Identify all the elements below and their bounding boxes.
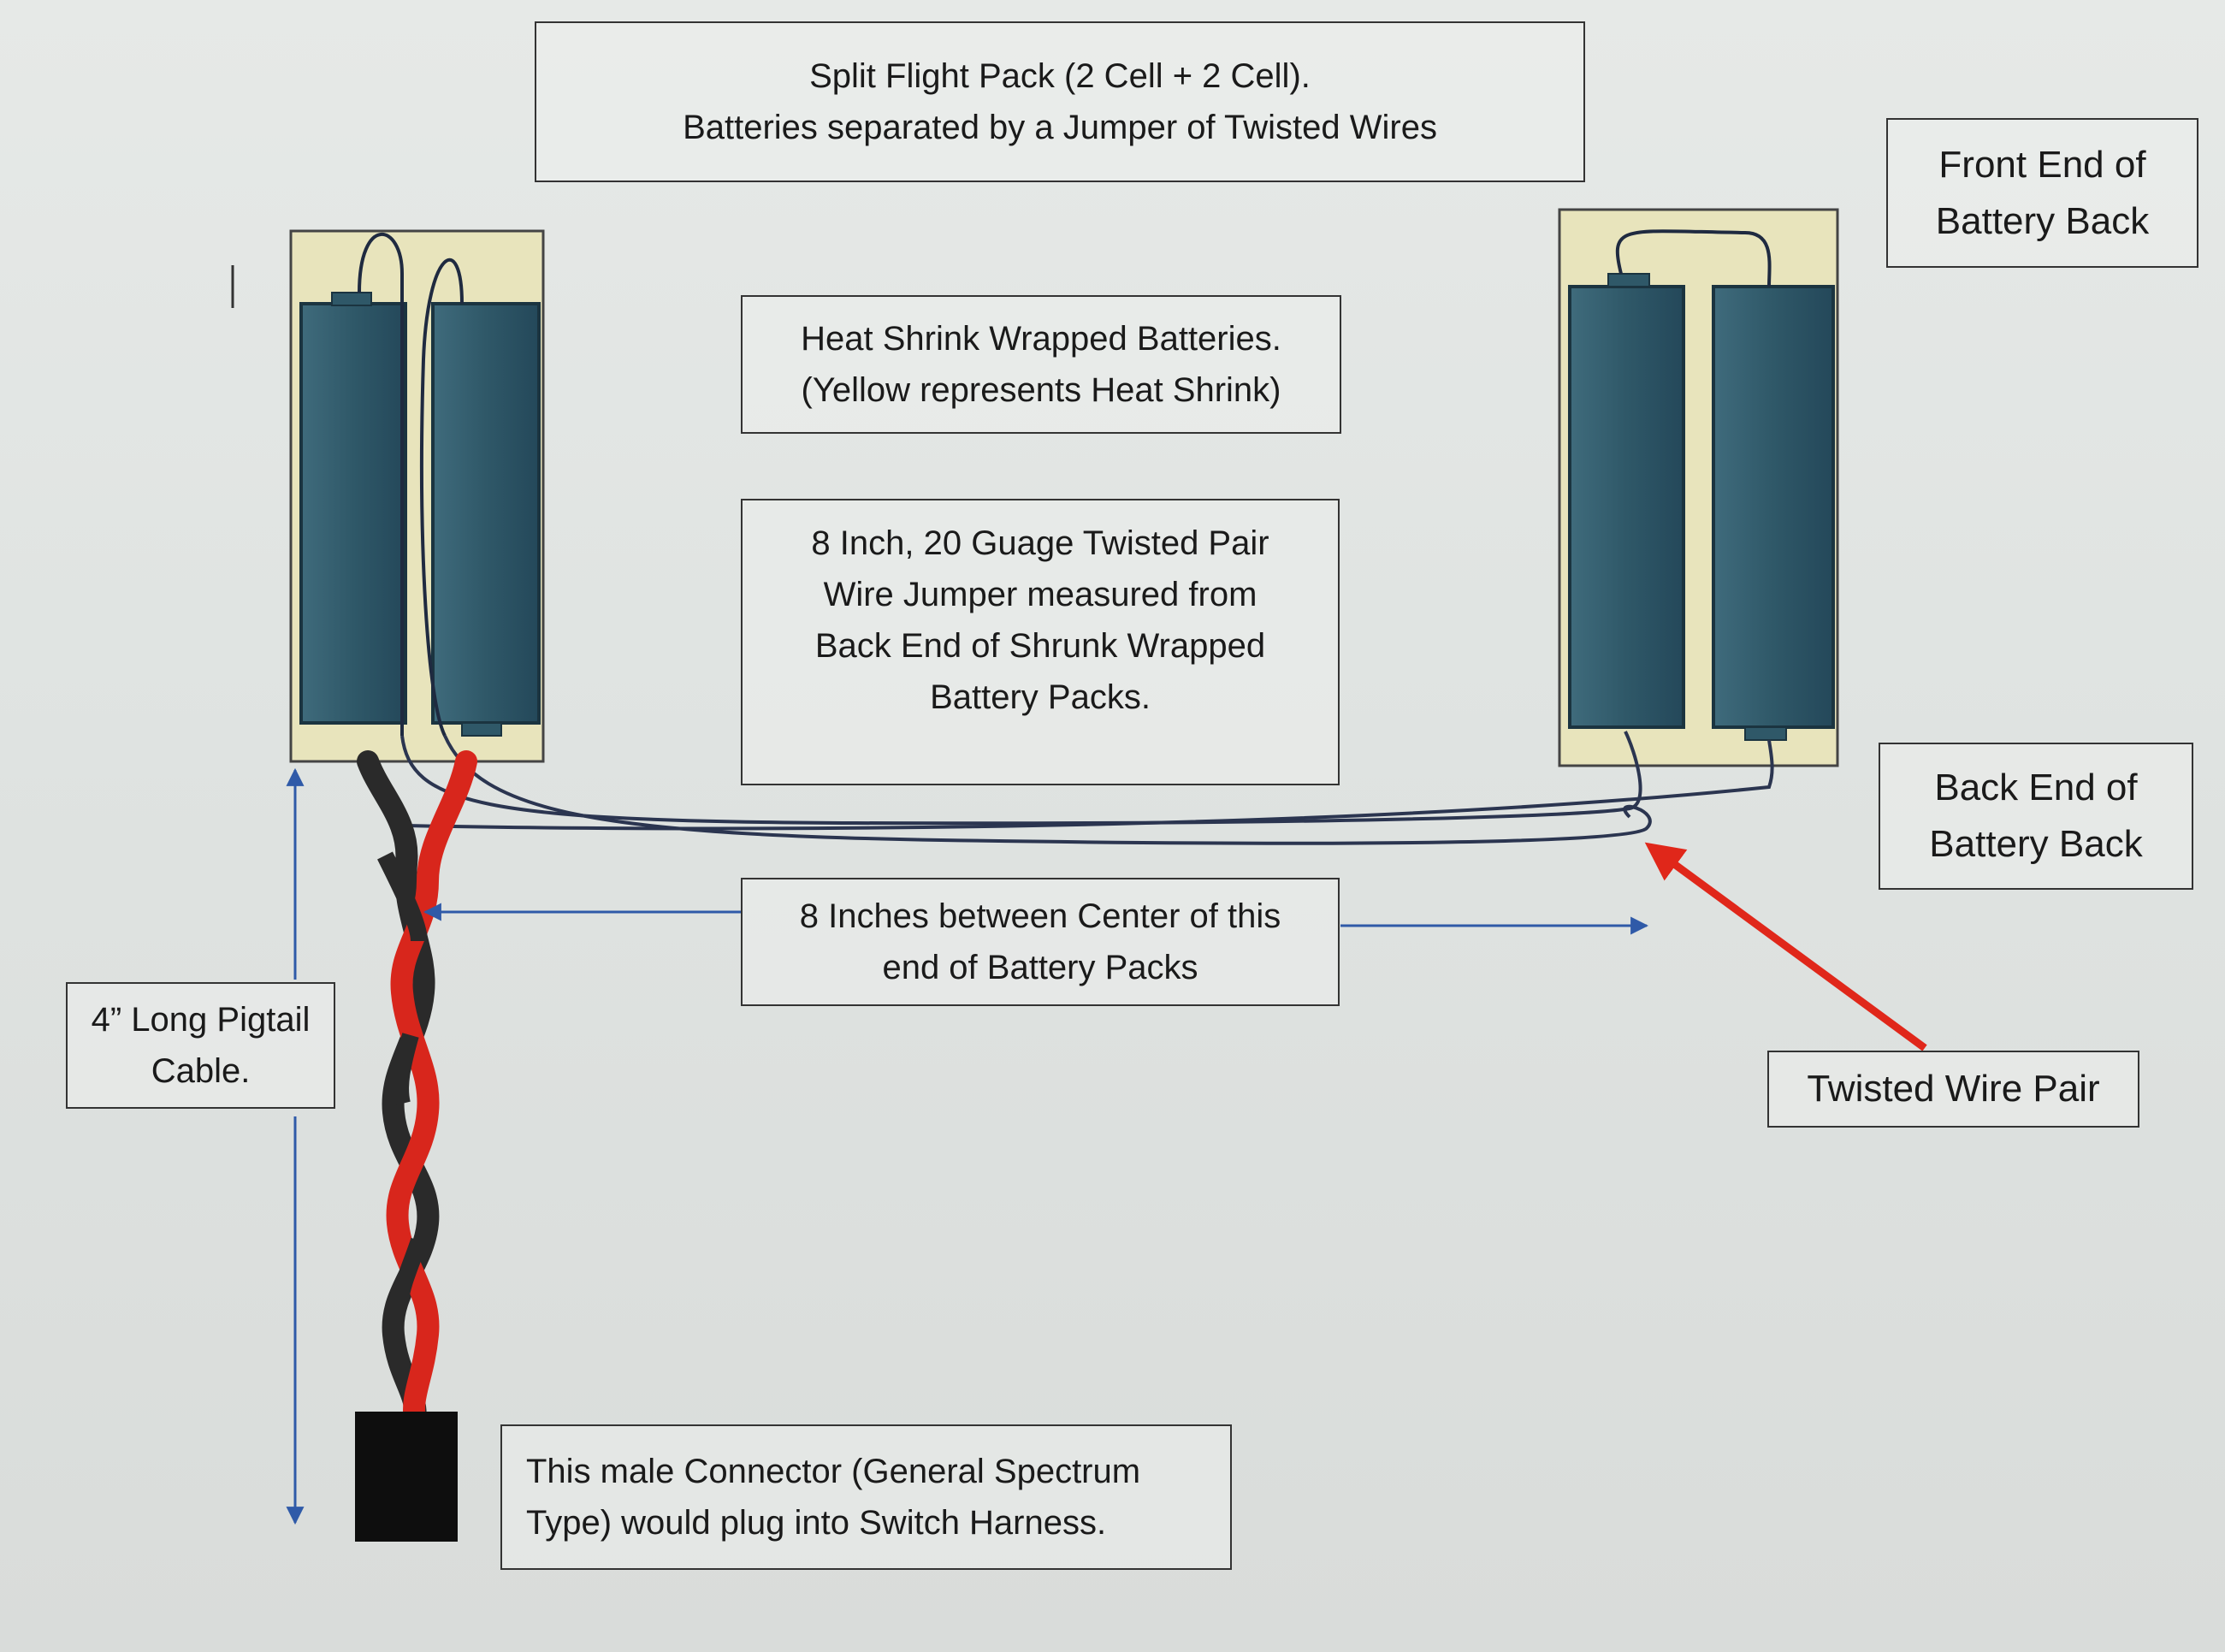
title-line-1: Split Flight Pack (2 Cell + 2 Cell). — [809, 57, 1311, 95]
jumper-line-3: Back End of Shrunk Wrapped — [814, 627, 1266, 665]
twisted-pair-label: Twisted Wire Pair — [1807, 1068, 2100, 1110]
connector-box: This male Connector (General Spectrum Ty… — [500, 1424, 1232, 1570]
pack-distance-arrow — [423, 903, 1649, 935]
jumper-line-1: 8 Inch, 20 Guage Twisted Pair — [811, 524, 1269, 562]
back-end-line-2: Battery Back — [1929, 823, 2143, 865]
right-cell-1-terminal — [1607, 273, 1650, 287]
left-top-loop-2 — [420, 258, 464, 737]
jumper-twisted-wires — [400, 731, 1774, 845]
title-line-2: Batteries separated by a Jumper of Twist… — [683, 109, 1437, 146]
left-cell-2-terminal — [461, 722, 502, 737]
right-cell-2-terminal — [1744, 726, 1787, 741]
pigtail-line-1: 4” Long Pigtail — [91, 1001, 311, 1039]
jumper-line-2: Wire Jumper measured from — [823, 576, 1257, 613]
right-cell-1 — [1568, 285, 1685, 729]
left-top-loop-1 — [358, 232, 404, 736]
left-battery-pack — [289, 229, 545, 763]
pigtail-red-wire — [386, 750, 477, 1431]
right-battery-pack — [1558, 208, 1839, 767]
pigtail-line-2: Cable. — [151, 1052, 251, 1090]
pigtail-black-wire — [357, 750, 440, 1431]
pigtail-box: 4” Long Pigtail Cable. — [66, 982, 335, 1109]
left-cell-1-terminal — [331, 292, 372, 306]
back-end-line-1: Back End of — [1934, 767, 2138, 808]
jumper-line-4: Battery Packs. — [930, 678, 1151, 716]
pigtail-cable — [357, 750, 477, 1431]
back-end-box: Back End of Battery Back — [1879, 743, 2193, 890]
twisted-pair-box: Twisted Wire Pair — [1767, 1051, 2139, 1128]
front-end-box: Front End of Battery Back — [1886, 118, 2198, 268]
right-top-loop — [1615, 229, 1772, 287]
left-cell-1 — [299, 302, 407, 725]
heat-shrink-line-2: (Yellow represents Heat Shrink) — [801, 371, 1281, 409]
distance-box: 8 Inches between Center of this end of B… — [741, 878, 1340, 1006]
right-cell-2 — [1712, 285, 1835, 729]
heat-shrink-line-1: Heat Shrink Wrapped Batteries. — [801, 320, 1281, 358]
connector-line-2: Type) would plug into Switch Harness. — [526, 1504, 1107, 1542]
title-box: Split Flight Pack (2 Cell + 2 Cell). Bat… — [535, 21, 1585, 182]
jumper-box: 8 Inch, 20 Guage Twisted Pair Wire Jumpe… — [741, 499, 1340, 785]
distance-line-1: 8 Inches between Center of this — [799, 897, 1281, 935]
male-connector — [355, 1412, 458, 1542]
connector-line-1: This male Connector (General Spectrum — [526, 1453, 1141, 1490]
front-end-line-1: Front End of — [1938, 143, 2146, 186]
distance-line-2: end of Battery Packs — [882, 949, 1198, 986]
left-cell-2 — [431, 302, 541, 725]
heat-shrink-box: Heat Shrink Wrapped Batteries. (Yellow r… — [741, 295, 1341, 434]
twisted-pair-pointer-arrow — [1644, 842, 1927, 1051]
front-end-line-2: Battery Back — [1935, 199, 2150, 242]
